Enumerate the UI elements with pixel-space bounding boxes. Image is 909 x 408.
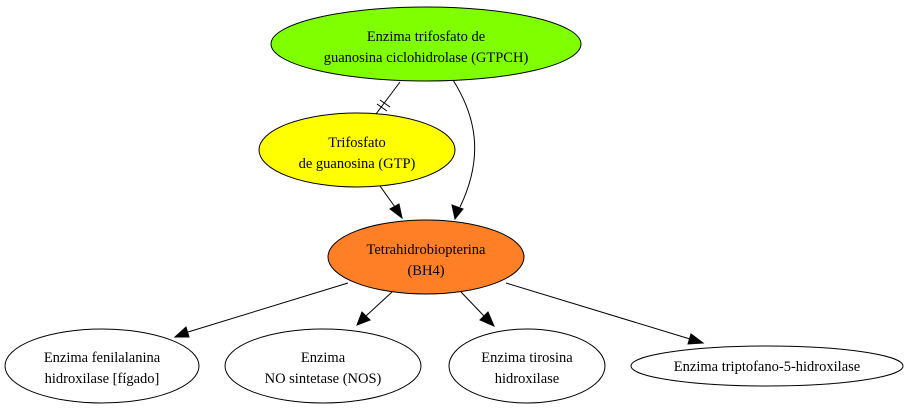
node-pah: Enzima fenilalanina hidroxilase [fígado] xyxy=(4,328,200,404)
node-tph: Enzima triptofano-5-hidroxilase xyxy=(630,345,904,387)
node-gtpch: Enzima trifosfato de guanosina ciclohidr… xyxy=(270,6,582,82)
node-tph-shape xyxy=(630,345,904,387)
node-th-line-1: Enzima tirosina xyxy=(481,350,573,366)
node-gtp: Trifosfato de guanosina (GTP) xyxy=(258,112,456,188)
node-bh4-line-1: Tetrahidrobiopterina xyxy=(367,242,487,258)
node-nos-shape xyxy=(224,328,422,404)
edge-bh4-pah xyxy=(173,282,349,338)
node-gtp-line-2: de guanosina (GTP) xyxy=(299,156,416,172)
node-nos-line-2: NO sintetase (NOS) xyxy=(265,371,382,387)
edge-gtp-bh4 xyxy=(379,185,403,220)
node-gtp-line-1: Trifosfato xyxy=(328,135,385,151)
node-pah-line-1: Enzima fenilalanina xyxy=(44,350,161,366)
edge-bh4-tph xyxy=(505,282,705,345)
node-pah-shape xyxy=(4,328,200,404)
node-gtpch-line-2: guanosina ciclohidrolase (GTPCH) xyxy=(324,50,529,66)
node-th: Enzima tirosina hidroxilase xyxy=(448,328,606,404)
node-gtpch-shape xyxy=(270,6,582,82)
node-th-line-2: hidroxilase xyxy=(495,371,559,387)
node-bh4-shape xyxy=(327,219,525,295)
node-nos: Enzima NO sintetase (NOS) xyxy=(224,328,422,404)
node-pah-line-2: hidroxilase [fígado] xyxy=(45,371,160,387)
node-tph-line-1: Enzima triptofano-5-hidroxilase xyxy=(674,359,860,375)
edge-gtpch-gtp xyxy=(375,81,401,115)
edges xyxy=(173,79,705,345)
edge-bh4-nos xyxy=(356,291,393,326)
edge-gtpch-bh4 xyxy=(451,79,476,221)
node-th-shape xyxy=(448,328,606,404)
node-gtpch-line-1: Enzima trifosfato de xyxy=(367,29,485,45)
node-bh4-line-2: (BH4) xyxy=(407,263,444,279)
node-bh4: Tetrahidrobiopterina (BH4) xyxy=(327,219,525,295)
node-gtp-shape xyxy=(258,112,456,188)
edge-bh4-th xyxy=(460,291,495,327)
node-nos-line-1: Enzima xyxy=(301,350,346,366)
